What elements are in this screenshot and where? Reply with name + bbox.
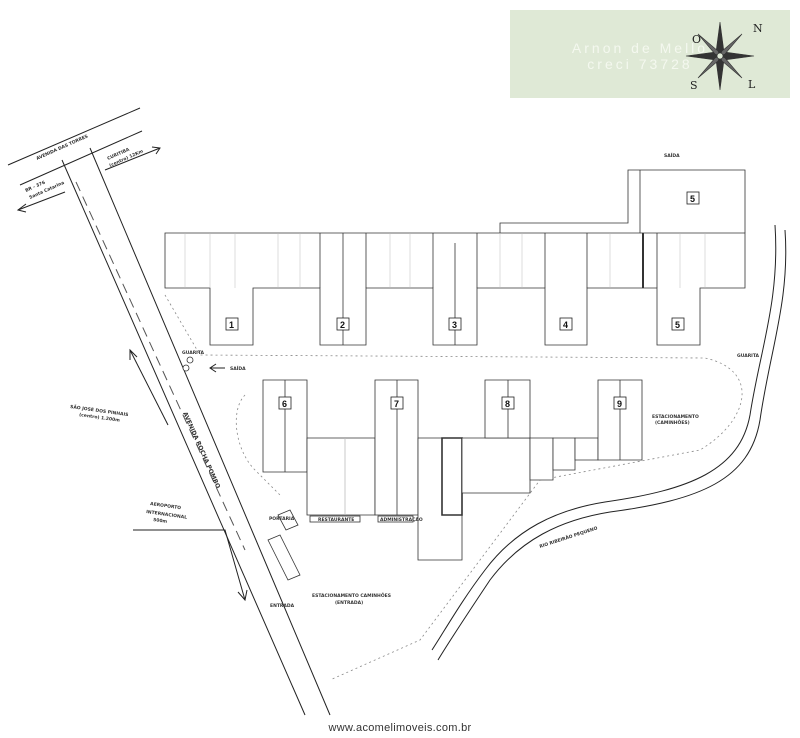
- warehouse-label: 5: [690, 194, 695, 204]
- warehouse-label: 9: [617, 399, 622, 409]
- aeroporto-label: AEROPORTO: [150, 501, 182, 511]
- portaria-building: [182, 356, 301, 581]
- warehouse-label: 5: [675, 320, 680, 330]
- entrada-label: ENTRADA: [270, 603, 295, 609]
- warehouse-numbers: 1 2 3 4 5 5 6 7 8 9: [225, 191, 700, 410]
- logo-creci: creci 73728: [587, 56, 693, 72]
- rio-label: RIO RIBEIRÃO PEQUENO: [538, 524, 598, 549]
- sao-jose-dist-label: (centro) 1.200m: [79, 412, 121, 424]
- compass-n: N: [753, 22, 763, 35]
- warehouse-label: 4: [563, 320, 568, 330]
- estacionamento-center-label: ESTACIONAMENTO CAMINHÕES: [312, 592, 391, 599]
- compass-s: S: [690, 79, 698, 92]
- guarita-right-label: GUARITA: [737, 353, 760, 359]
- saida-label: SAÍDA: [230, 364, 246, 372]
- logo-name: Arnon de Mello: [571, 40, 709, 56]
- site-labels: GUARITA SAÍDA GUARITA SAÍDA ESTACIONAMEN…: [182, 151, 760, 609]
- warehouse-label: 7: [394, 399, 399, 409]
- warehouse-label: 6: [282, 399, 287, 409]
- guarita-left-label: GUARITA: [182, 350, 205, 356]
- warehouse-label: 2: [340, 320, 345, 330]
- site-boundary: [164, 294, 743, 681]
- estacionamento-right-label: ESTACIONAMENTO: [652, 414, 699, 420]
- warehouse-label: 8: [505, 399, 510, 409]
- compass-o: O: [692, 33, 701, 46]
- portaria-label: PORTARIA: [269, 516, 295, 522]
- estacionamento-center-sub: (ENTRADA): [335, 600, 363, 606]
- saida-top-label: SAÍDA: [664, 151, 680, 159]
- aeroporto-dist-label: 500m: [153, 517, 168, 525]
- restaurante-label: RESTAURANTE: [318, 517, 354, 523]
- warehouses-top: [164, 169, 746, 346]
- footer-url: www.acomelimoveis.com.br: [328, 722, 472, 734]
- internacional-label: INTERNACIONAL: [146, 509, 188, 521]
- roads: [7, 107, 787, 716]
- warehouse-label: 1: [229, 320, 234, 330]
- estacionamento-right-sub: (CAMINHÕES): [655, 419, 690, 426]
- direction-arrows: [16, 146, 248, 602]
- warehouses-bottom: [262, 379, 643, 561]
- administracao-label: ADMINISTRAÇÃO: [380, 516, 423, 523]
- compass-rose-icon: O N S L: [685, 21, 763, 92]
- compass-l: L: [748, 78, 756, 91]
- realtor-logo: Arnon de Mello creci 73728 O N S L: [510, 10, 790, 98]
- warehouse-label: 3: [452, 320, 457, 330]
